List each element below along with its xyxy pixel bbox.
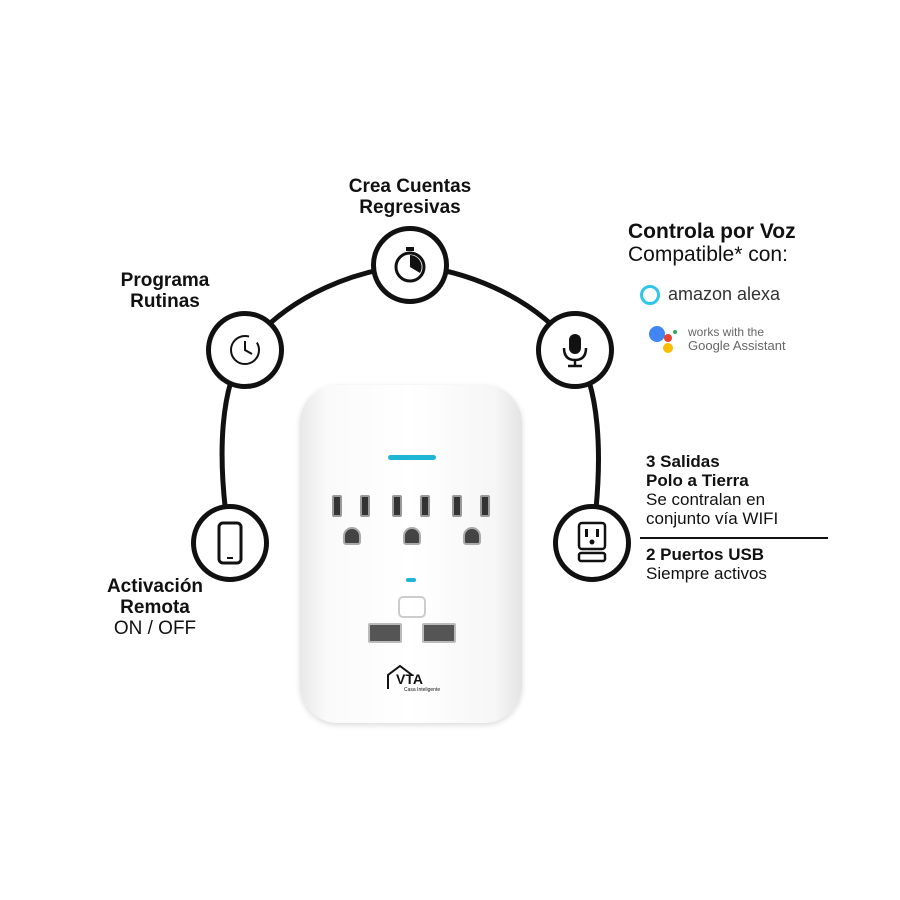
alexa-icon <box>640 284 660 305</box>
vta-logo: VTA Casa Inteligente <box>384 663 444 698</box>
status-led <box>406 578 416 582</box>
clock-cycle-icon <box>206 311 284 389</box>
power-button[interactable] <box>398 596 426 618</box>
alexa-badge: amazon alexa <box>640 284 780 305</box>
usb-port-2 <box>422 623 456 643</box>
google-assistant-icon <box>649 326 677 353</box>
outlet-usb-icon <box>553 504 631 582</box>
wifi-led <box>388 455 436 460</box>
smartphone-icon <box>191 504 269 582</box>
microphone-icon <box>536 311 614 389</box>
smart-plug-product: VTA Casa Inteligente <box>300 385 522 723</box>
stopwatch-icon <box>371 226 449 304</box>
usb-port-1 <box>368 623 402 643</box>
